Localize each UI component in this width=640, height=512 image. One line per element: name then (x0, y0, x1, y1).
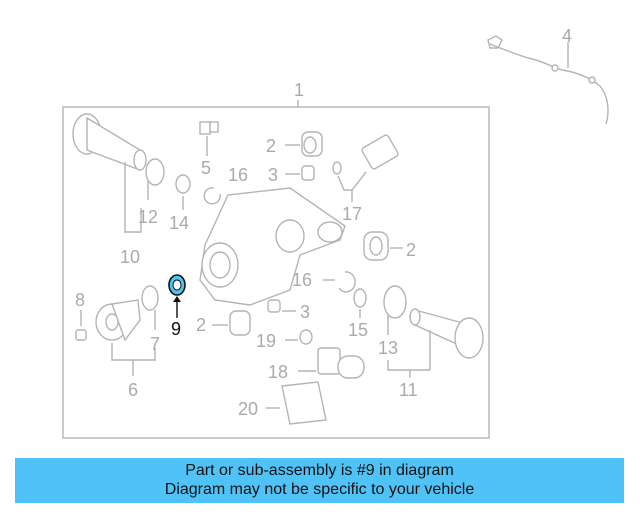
callout-9: 9 (171, 319, 181, 339)
callout-16-lower: 16 (292, 270, 312, 290)
seal-part-9-highlighted (168, 274, 186, 296)
callout-18: 18 (268, 362, 288, 382)
mount-part-2-right (363, 231, 389, 261)
mount-part-2-upper (301, 131, 323, 157)
seal-part-13 (383, 285, 407, 319)
callout-1: 1 (294, 80, 304, 100)
seal-part-7 (141, 285, 159, 311)
flange-part-6 (95, 299, 141, 342)
ring-part-19 (299, 329, 313, 345)
callout-4: 4 (562, 26, 572, 46)
callout-16-upper: 16 (228, 165, 248, 185)
callout-7: 7 (150, 334, 160, 354)
callout-20: 20 (238, 399, 258, 419)
bolt-part-5 (199, 121, 219, 135)
banner-line-part-number: Part or sub-assembly is #9 in diagram (185, 462, 454, 479)
bracket-part-20 (281, 381, 327, 425)
differential-housing (199, 187, 346, 306)
mount-part-2-lower (229, 310, 251, 336)
callout-2-upper: 2 (266, 136, 276, 156)
bolt-part-3-upper (301, 165, 315, 181)
callout-19: 19 (256, 331, 276, 351)
wire-harness-part-4 (487, 35, 609, 125)
callout-13: 13 (378, 338, 398, 358)
callout-17: 17 (342, 204, 362, 224)
assembly-frame (62, 106, 490, 439)
callout-12: 12 (138, 207, 158, 227)
bolt-part-3-lower (267, 299, 281, 313)
output-flange-part-10 (72, 113, 147, 172)
sensor-part-17 (332, 134, 399, 175)
callout-2-lower: 2 (196, 315, 206, 335)
callout-10: 10 (120, 247, 140, 267)
callout-8: 8 (75, 290, 85, 310)
callout-5: 5 (201, 158, 211, 178)
bolt-part-8 (75, 329, 87, 341)
motor-part-18 (317, 347, 365, 379)
callout-11: 11 (399, 380, 418, 400)
ring-part-15 (353, 288, 367, 308)
clip-part-16-lower (338, 271, 356, 293)
callout-14: 14 (169, 213, 189, 233)
callout-15: 15 (348, 320, 368, 340)
info-banner: Part or sub-assembly is #9 in diagram Di… (15, 458, 624, 503)
callout-2-right: 2 (406, 240, 416, 260)
output-flange-part-11 (409, 308, 484, 359)
parts-diagram: 1 2 3 4 5 16 17 2 12 14 10 16 3 8 9 2 15… (62, 26, 609, 439)
callout-6: 6 (128, 380, 138, 400)
seal-part-12 (145, 158, 165, 186)
clip-part-16-upper (203, 187, 221, 205)
callout-3-upper: 3 (268, 165, 278, 185)
callout-3-lower: 3 (300, 302, 310, 322)
banner-line-disclaimer: Diagram may not be specific to your vehi… (164, 481, 475, 498)
ring-part-14 (175, 174, 191, 194)
